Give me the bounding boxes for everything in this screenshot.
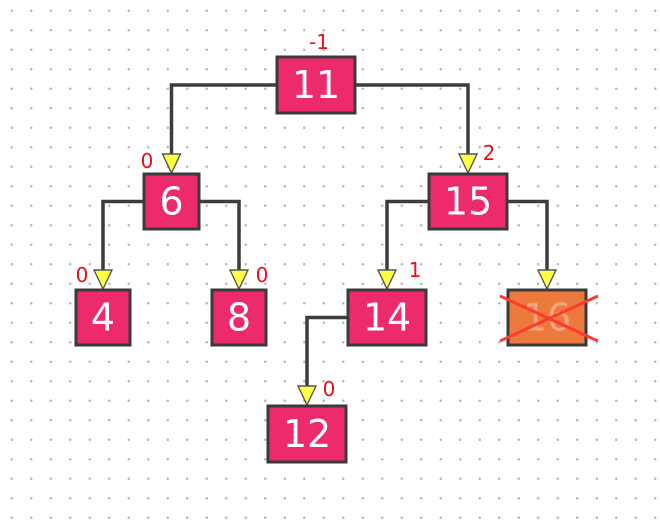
tree-node: 40 xyxy=(74,263,132,347)
edge-n11-n6 xyxy=(169,83,277,155)
edges-layer xyxy=(92,83,558,407)
arrowhead-n16 xyxy=(536,269,558,291)
node-value: 6 xyxy=(159,180,183,224)
node-box xyxy=(346,288,428,347)
edge-n14-n12 xyxy=(305,315,348,387)
balance-factor: 0 xyxy=(323,377,336,401)
arrowhead-n8 xyxy=(228,269,250,291)
balance-factor: 0 xyxy=(256,263,269,287)
node-box xyxy=(275,55,357,115)
node-box xyxy=(142,172,201,231)
node-value: 8 xyxy=(227,296,251,340)
deleted-node: 16 xyxy=(499,288,599,347)
balance-factor: 1 xyxy=(409,258,422,282)
edge-n11-n15 xyxy=(355,83,470,155)
node-box xyxy=(427,172,509,231)
tree-node: 120 xyxy=(266,377,348,464)
tree-node: 15 2 xyxy=(427,141,509,231)
arrowhead-n12 xyxy=(296,385,318,407)
balance-factor: -1 xyxy=(309,30,329,54)
node-value: 11 xyxy=(292,63,340,107)
node-box xyxy=(210,288,268,347)
balance-factor: 0 xyxy=(76,263,89,287)
arrowhead-n6 xyxy=(161,153,182,175)
edge-n15-n14 xyxy=(385,199,429,271)
node-value: 4 xyxy=(91,296,115,340)
nodes-layer: 11-160152408014116120 xyxy=(74,30,599,464)
balance-factor: 2 xyxy=(483,141,496,165)
tree-node: 14 1 xyxy=(346,258,428,347)
tree-node: 80 xyxy=(210,263,269,347)
cross-line xyxy=(499,294,599,343)
arrowhead-n14 xyxy=(376,269,398,291)
arrowhead-n15 xyxy=(457,153,479,175)
tree-node: 60 xyxy=(141,149,201,231)
edge-n6-n8 xyxy=(199,199,241,271)
tree-node: 11-1 xyxy=(275,30,357,115)
node-box xyxy=(266,404,348,464)
node-value: 14 xyxy=(363,296,411,340)
balance-factor: 0 xyxy=(141,149,154,173)
node-box xyxy=(74,288,132,347)
arrowhead-n4 xyxy=(92,269,114,291)
node-value: 12 xyxy=(283,412,331,456)
node-value: 15 xyxy=(444,180,492,224)
edge-n15-n16 xyxy=(507,199,549,271)
edge-n6-n4 xyxy=(101,199,144,271)
